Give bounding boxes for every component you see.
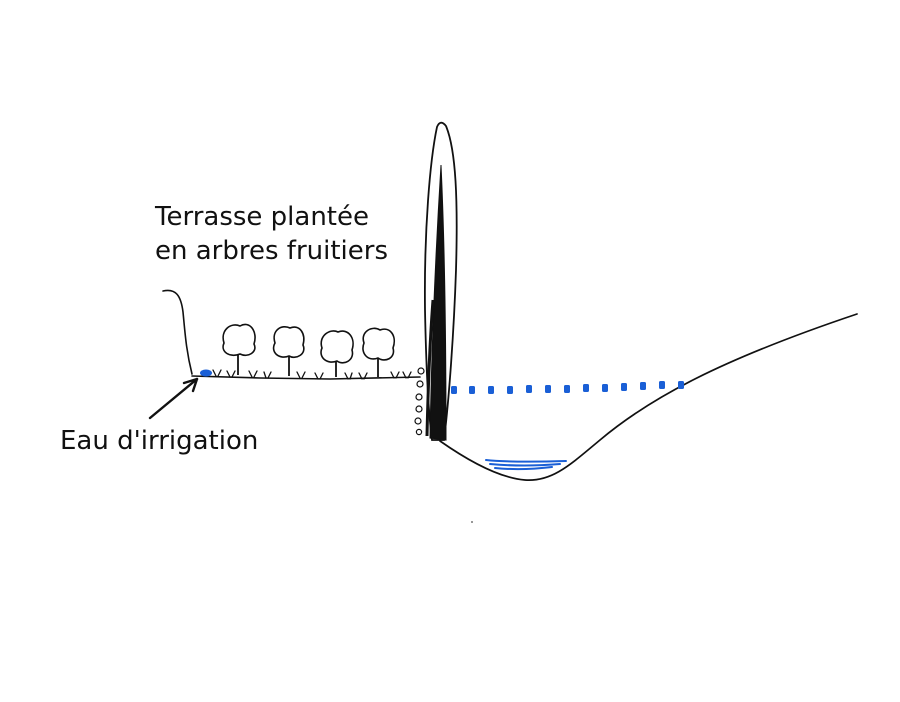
grass-tufts	[212, 369, 412, 380]
valley-profile	[439, 313, 858, 481]
arrow-icon	[148, 377, 199, 420]
terrace-ground	[191, 375, 421, 380]
terrace-back-wall	[162, 289, 193, 375]
paper-speck	[471, 521, 473, 523]
terrace-label-line1: Terrasse plantée	[155, 202, 369, 232]
flood-level-dotted-line	[451, 381, 684, 394]
cypress-icon	[423, 121, 458, 441]
irrigation-water	[200, 369, 212, 377]
fruit-tree-icon	[272, 326, 305, 376]
fruit-tree-icon	[320, 330, 354, 377]
fruit-tree-icon	[362, 327, 396, 377]
stone-wall	[414, 367, 425, 436]
terrace-label: Terrasse plantée en arbres fruitiers	[155, 200, 388, 269]
irrigation-label: Eau d'irrigation	[60, 426, 259, 456]
river-water	[485, 459, 567, 471]
fruit-tree-icon	[222, 323, 256, 375]
terrace-label-line2: en arbres fruitiers	[155, 236, 388, 267]
